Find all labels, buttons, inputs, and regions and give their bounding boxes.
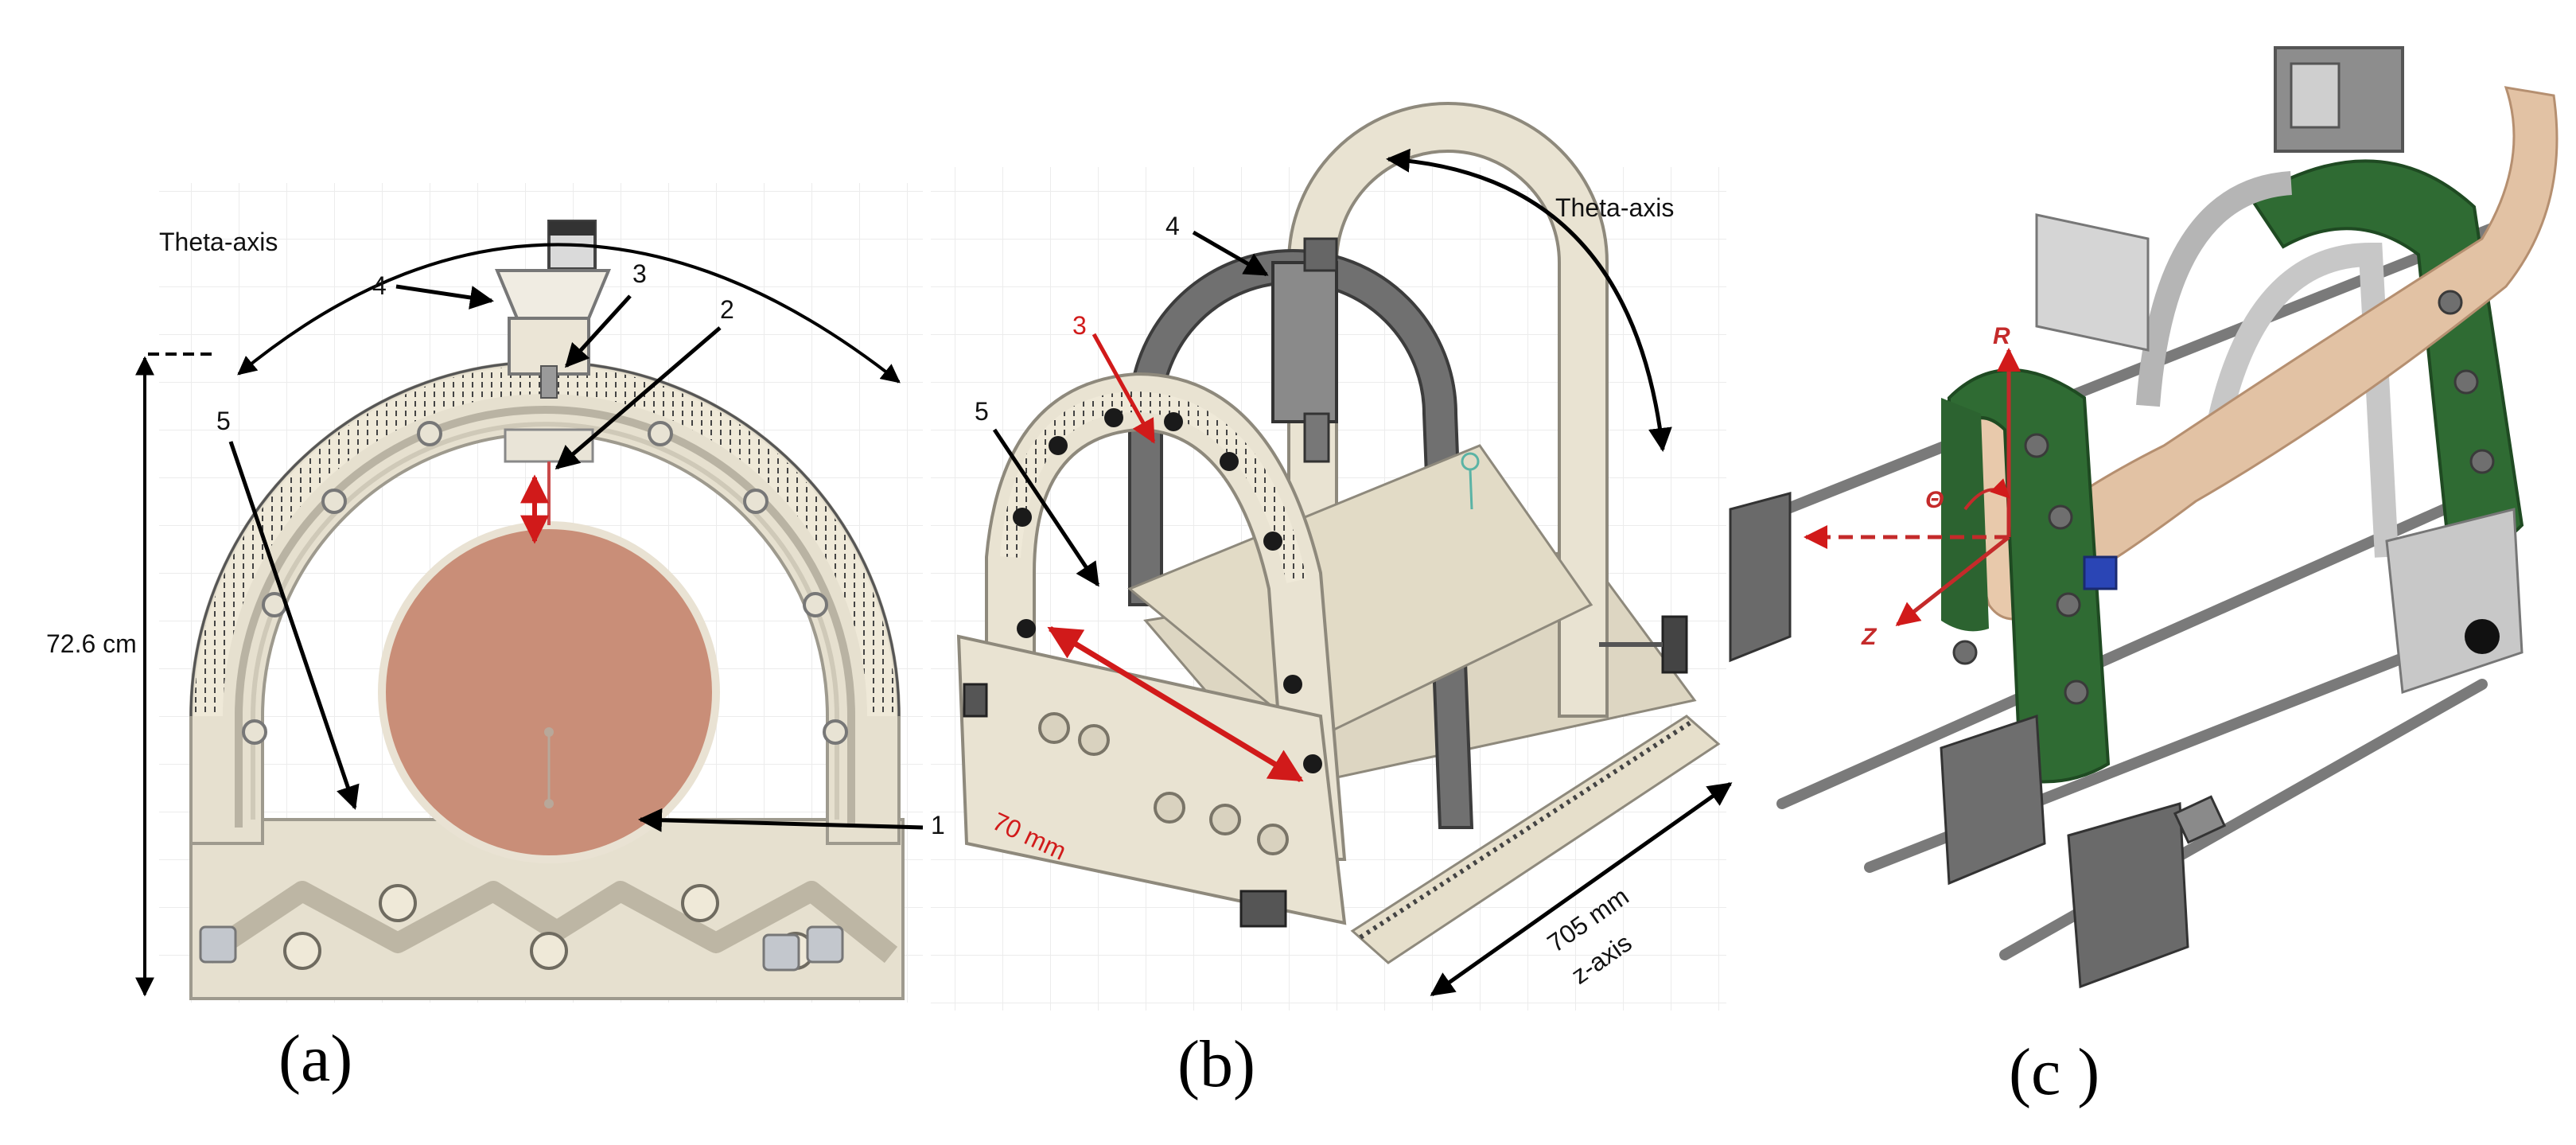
panel-c: R Θ Z (c ) [1729, 46, 2558, 1109]
panel-c-coupler [2173, 795, 2227, 844]
panel-c-ring-bolts [1952, 290, 2495, 705]
panel-b-caption: (b) [1177, 1027, 1255, 1101]
panel-b-length-arrow [1430, 781, 1733, 997]
panel-a-callout-4: 4 [372, 271, 387, 300]
panel-a: Theta-axis 72.6 cm 4 3 2 5 1 (a) [46, 183, 945, 1096]
panel-a-probe [540, 365, 558, 399]
panel-a-block-left [199, 925, 237, 964]
panel-c-blue-part [2083, 555, 2118, 590]
panel-a-theta-arc [237, 243, 901, 384]
panel-c-block-right [2385, 508, 2523, 695]
panel-a-phantom-disc [378, 521, 720, 863]
panel-b-theta-arc [1386, 148, 1672, 452]
panel-a-block-right-2 [806, 925, 844, 964]
panel-c-theta-label: Θ [1925, 487, 1944, 513]
panel-a-ring-bolts [242, 421, 848, 745]
panel-c-r-label: R [1993, 323, 2010, 349]
panel-a-truss [200, 881, 898, 964]
panel-c-motor-bottom-1 [1940, 714, 2046, 886]
panel-b-width-arrow [1047, 626, 1304, 782]
panel-a-inner-ring [235, 406, 855, 828]
panel-b-side-motor-right [1661, 615, 1688, 674]
panel-b-callout-3: 3 [1072, 311, 1087, 340]
panel-b: Theta-axis 4 3 5 70 mm 705 mm z-axis (b) [931, 102, 1733, 1101]
panel-c-motor-bottom-2 [2067, 802, 2189, 989]
panel-a-height-label: 72.6 cm [46, 629, 137, 658]
panel-c-theta-rotation [1963, 478, 2010, 511]
panel-a-callout-3: 3 [632, 259, 647, 288]
panel-c-motor-left [1729, 492, 1792, 663]
panel-a-rollers [283, 884, 815, 970]
panel-b-motor-column [1271, 261, 1338, 423]
panel-b-ring-knobs [1013, 408, 1322, 773]
panel-b-bottom-motor [1239, 890, 1287, 928]
panel-b-callout-4: 4 [1165, 212, 1180, 240]
panel-c-grey-arch-1 [2136, 171, 2293, 407]
panel-a-theta-label: Theta-axis [159, 228, 278, 256]
panel-b-side-motor-left [963, 683, 988, 718]
panel-c-caption: (c ) [2009, 1035, 2099, 1109]
panel-a-callout-2: 2 [720, 295, 734, 324]
panel-c-z-label: Z [1861, 624, 1878, 650]
panel-b-front-ring [985, 372, 1347, 861]
panel-a-callout-5: 5 [216, 407, 231, 435]
panel-b-callout-5: 5 [975, 397, 989, 426]
panel-b-theta-label: Theta-axis [1555, 193, 1674, 222]
panel-c-leg [1986, 86, 2558, 606]
panel-a-block-right-1 [762, 933, 800, 972]
panel-a-caption: (a) [278, 1022, 352, 1096]
panel-c-z-axis [1895, 536, 2010, 626]
panel-a-sensor-mount [504, 428, 594, 463]
panel-c-block-upper [2035, 213, 2150, 352]
